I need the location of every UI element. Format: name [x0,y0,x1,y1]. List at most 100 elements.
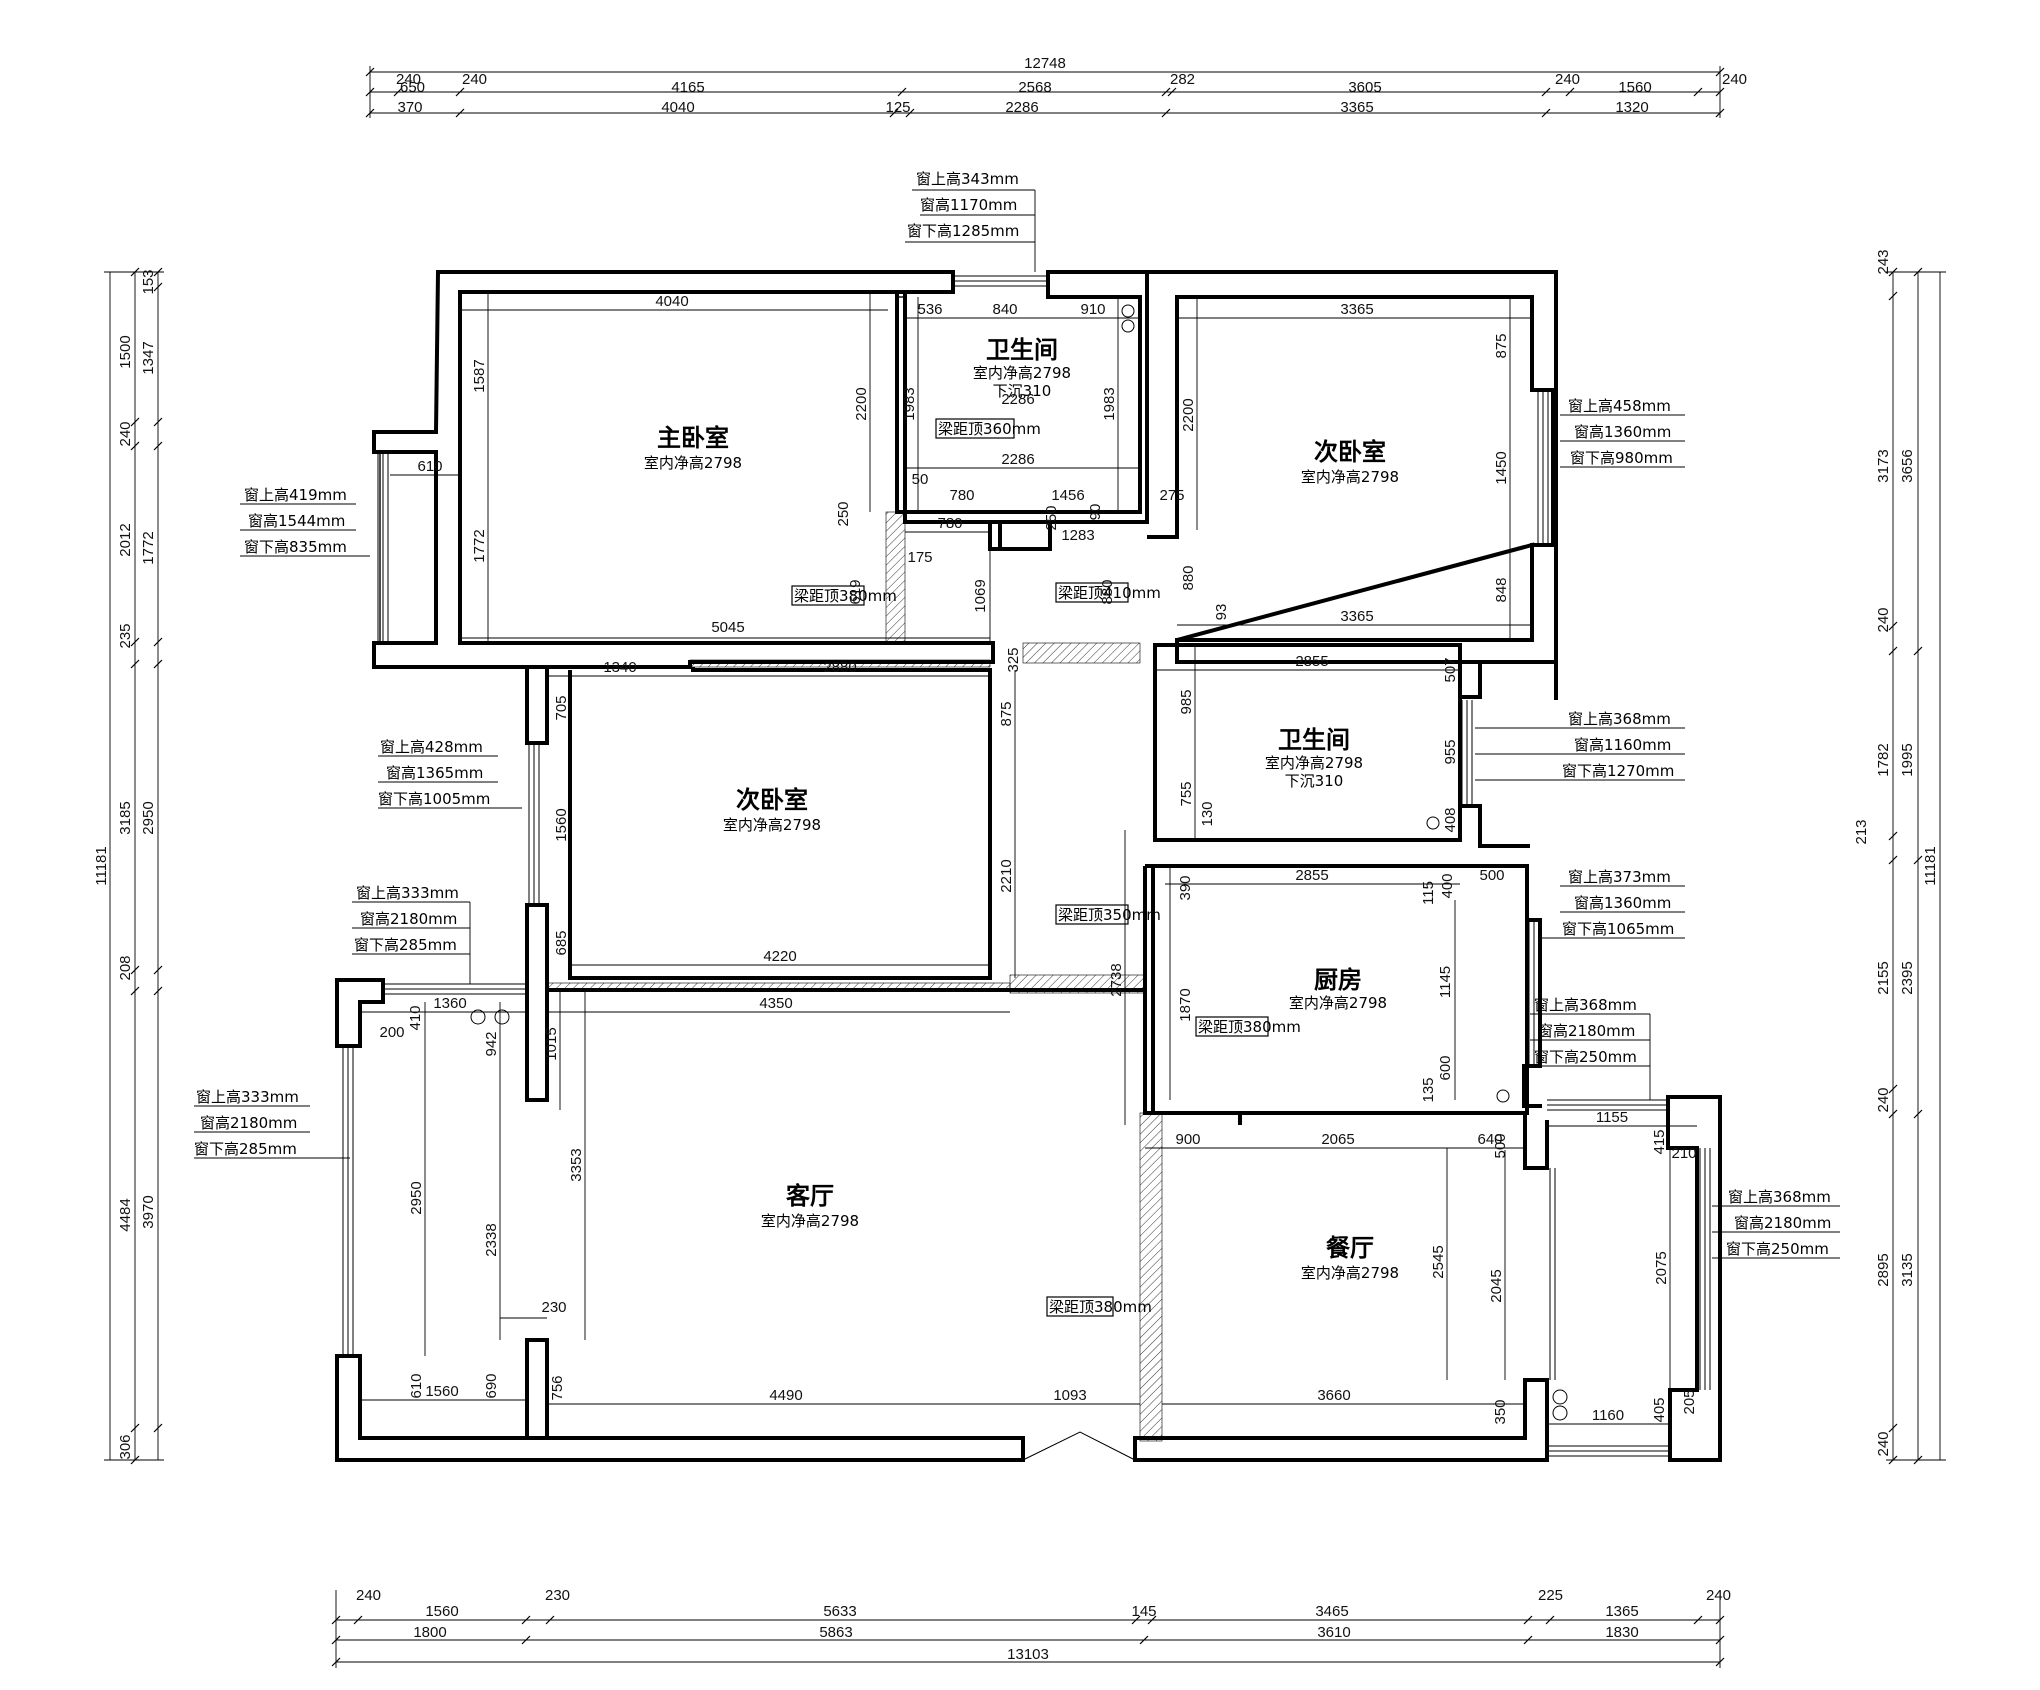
label-window_notes-2-2: 窗下高980mm [1570,449,1673,467]
window-notes: 窗上高343mm 窗高1170mm 窗下高1285mm 窗上高419mm 窗高1… [194,170,1840,1259]
label-dims-interior-39: 1560 [553,808,570,841]
window-note-top: 窗上高343mm 窗高1170mm 窗下高1285mm [905,170,1036,272]
label-window_notes-2-0: 窗上高458mm [1568,397,1671,415]
label-window_notes-2-1: 窗高1360mm [1574,423,1671,441]
right-dimensions: 243 3173 3656 240 1782 1995 213 11181 21… [1853,249,1946,1465]
label-dims-interior-16: 780 [949,487,974,504]
window-note-bedroom-mid: 窗上高428mm 窗高1365mm 窗下高1005mm [378,738,522,809]
label-dims-interior-78: 640 [1477,1131,1502,1148]
label-dims-interior-6: 250 [835,501,852,526]
beam-note-3: 梁距顶350mm [1058,906,1161,924]
room-kitchen-height: 室内净高2798 [1289,994,1387,1012]
label-window_notes-0-2: 窗下高1285mm [907,222,1019,240]
room-bedroom-mid-name: 次卧室 [736,786,808,814]
room-bathroom-2-name: 卫生间 [1278,726,1350,754]
beam-notes: 梁距顶360mm 梁距顶380mm 梁距顶410mm 梁距顶350mm 梁距顶3… [791,418,1301,1317]
top-dimensions: 12748 240 650 240 4165 2568 282 3605 240… [365,55,1747,118]
label-window_notes-3-2: 窗下高1005mm [378,790,490,808]
label-dims-interior-68: 2338 [483,1223,500,1256]
label-dims-interior-40: 685 [553,930,570,955]
label-window_notes-1-0: 窗上高419mm [244,486,347,504]
dim-bot-r1-1: 230 [545,1587,570,1604]
bottom-dimensions: 240 230 225 240 1560 5633 145 3465 1365 … [331,1587,1731,1668]
dim-bot-r3-3: 1830 [1605,1624,1638,1641]
label-window_notes-4-2: 窗下高1270mm [1562,762,1674,780]
dim-left-i4: 2012 [117,523,134,556]
label-window_notes-9-1: 窗高2180mm [1734,1214,1831,1232]
room-bathroom-1-drop: 下沉310 [993,382,1052,400]
dim-right-4: 1782 [1875,743,1892,776]
label-dims-interior-23: 1069 [972,579,989,612]
label-dims-interior-37: 705 [553,695,570,720]
window-note-master: 窗上高419mm 窗高1544mm 窗下高835mm [240,486,370,557]
room-bathroom-2-drop: 下沉310 [1285,772,1344,790]
dim-bot-overall: 13103 [1007,1646,1049,1663]
window-note-kitchen-balcony: 窗上高368mm 窗高2180mm 窗下高250mm [1530,996,1651,1100]
label-dims-interior-79: 500 [1492,1133,1509,1158]
dim-right-1: 3173 [1875,449,1892,482]
dim-right-9: 2395 [1899,961,1916,994]
label-dims-interior-57: 1870 [1177,988,1194,1021]
label-window_notes-8-2: 窗下高285mm [194,1140,297,1158]
label-window_notes-3-1: 窗高1365mm [386,764,483,782]
label-window_notes-7-2: 窗下高250mm [1534,1048,1637,1066]
dim-left-i0: 153 [140,269,157,294]
dim-left-overall: 11181 [93,846,110,886]
dim-top-r1-8: 240 [1722,71,1747,88]
dim-bot-r2-1: 5633 [823,1603,856,1620]
label-dims-interior-11: 2286 [1001,391,1034,408]
dim-left-o1: 3185 [117,801,134,834]
label-window_notes-8-0: 窗上高333mm [196,1088,299,1106]
dim-right-7: 11181 [1922,846,1939,886]
dim-top-r1-0: 240 [396,71,421,88]
dim-bot-r3-0: 1800 [413,1624,446,1641]
dim-left-o3: 306 [117,1434,134,1459]
label-dims-interior-3: 2200 [853,387,870,420]
label-dims-interior-13: 1983 [1101,387,1118,420]
label-dims-interior-74: 4490 [769,1387,802,1404]
label-window_notes-0-1: 窗高1170mm [920,196,1017,214]
dim-top-r2-4: 3365 [1340,99,1373,116]
fixtures [470,304,1568,1421]
label-dims-interior-87: 2075 [1653,1251,1670,1284]
label-dims-interior-36: 325 [1005,647,1022,672]
label-dims-interior-4: 610 [417,458,442,475]
room-bedroom-ne-height: 室内净高2798 [1301,468,1399,486]
label-dims-interior-38: 875 [998,701,1015,726]
label-dims-interior-44: 2855 [1295,653,1328,670]
label-window_notes-5-1: 窗高2180mm [360,910,457,928]
label-window_notes-6-1: 窗高1360mm [1574,894,1671,912]
dim-right-5: 1995 [1899,743,1916,776]
beam-note-5: 梁距顶380mm [1049,1298,1152,1316]
label-dims-interior-52: 500 [1479,867,1504,884]
label-dims-interior-81: 2045 [1488,1269,1505,1302]
label-dims-interior-34: 1340 [603,659,636,676]
label-dims-interior-30: 3365 [1340,608,1373,625]
label-dims-interior-47: 955 [1442,739,1459,764]
label-window_notes-7-1: 窗高2180mm [1538,1022,1635,1040]
label-dims-interior-15: 50 [912,471,929,488]
dim-left-i8: 208 [117,955,134,980]
dim-left-i1: 1347 [140,341,157,374]
label-dims-interior-46: 985 [1178,689,1195,714]
label-dims-interior-29: 93 [1213,604,1230,621]
label-window_notes-0-0: 窗上高343mm [916,170,1019,188]
window-note-dining-balcony: 窗上高368mm 窗高2180mm 窗下高250mm [1712,1188,1840,1259]
dim-top-r1-1: 240 [462,71,487,88]
label-dims-interior-8: 536 [917,301,942,318]
room-dining-name: 餐厅 [1326,1234,1374,1262]
label-dims-interior-51: 2855 [1295,867,1328,884]
dim-top-overall: 12748 [1024,55,1066,72]
label-dims-interior-18: 90 [1087,504,1104,521]
label-window_notes-1-2: 窗下高835mm [244,538,347,556]
label-dims-interior-28: 880 [1180,565,1197,590]
label-dims-interior-35: 2880 [823,659,856,676]
room-bathroom-2-height: 室内净高2798 [1265,754,1363,772]
label-dims-interior-65: 1015 [543,1027,560,1060]
label-dims-interior-76: 900 [1175,1131,1200,1148]
dim-bot-r3-1: 5863 [819,1624,852,1641]
room-master-bedroom-height: 室内净高2798 [644,454,742,472]
label-window_notes-6-0: 窗上高373mm [1568,868,1671,886]
label-dims-interior-82: 3660 [1317,1387,1350,1404]
hatched-zones [546,511,1163,1442]
